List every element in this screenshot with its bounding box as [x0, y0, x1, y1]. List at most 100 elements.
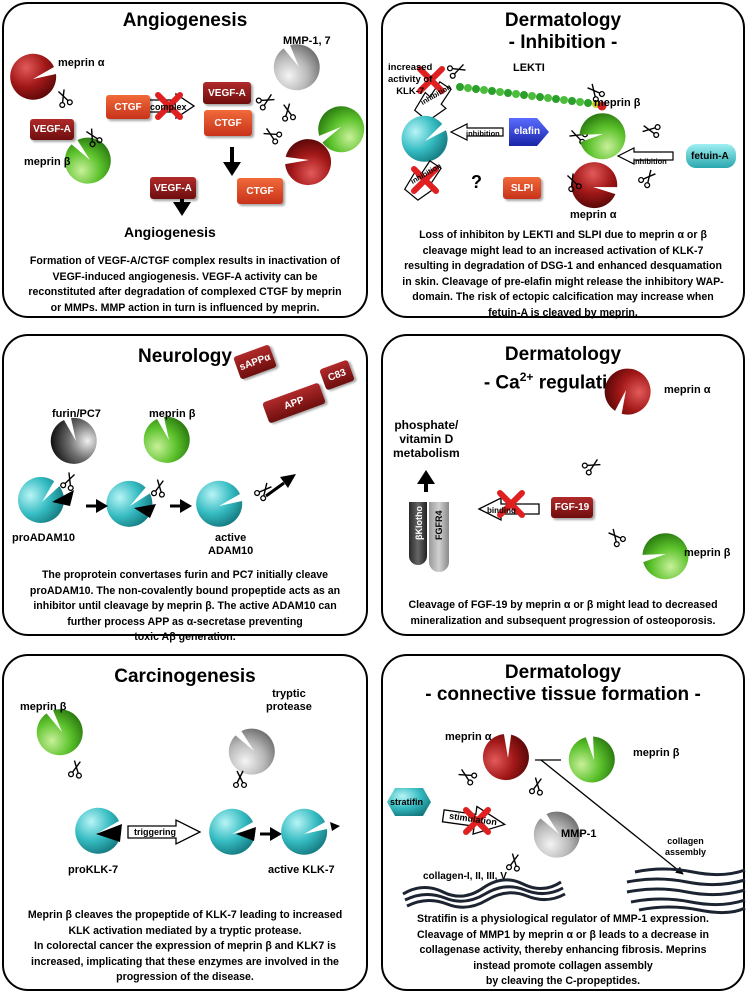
caption-line: increased, implicating that these enzyme…: [31, 955, 339, 968]
panel-dermatology-inhibition: Dermatology - Inhibition - increased act…: [381, 2, 745, 319]
phosphate-label: phosphate/ vitamin D metabolism: [393, 418, 460, 460]
meprin-alpha-label: meprin α: [570, 209, 617, 221]
caption: Formation of VEGF-A/CTGF complex results…: [12, 254, 358, 316]
inhibition-arrow-2: [449, 123, 504, 141]
label-line: assembly: [665, 847, 707, 857]
klk7-intermediate-enzyme: [209, 808, 256, 855]
complex-label: complex: [150, 102, 187, 112]
proklk7-enzyme: [75, 807, 122, 854]
collagen-assembly-label: collagen assembly: [665, 836, 706, 858]
meprin-alpha-enzyme: [604, 368, 651, 415]
triggering-arrow: [127, 818, 202, 846]
active-adam10-enzyme: [196, 480, 243, 527]
caption-line: by cleaving the C-propeptides.: [485, 975, 641, 988]
question-mark: ?: [471, 172, 482, 192]
caption-line: Loss of inhibiton by LEKTI and SLPI due …: [419, 229, 707, 241]
angiogenesis-result-label: Angiogenesis: [124, 224, 216, 240]
ctgf-box: CTGF: [106, 95, 150, 119]
carcinogenesis-diagram: [36, 709, 340, 855]
stratifin-shape: [387, 788, 431, 816]
tryptic-protease-enzyme: [228, 728, 275, 775]
panel-angiogenesis: Angiogenesis meprin α meprin β MMP-1, 7 …: [2, 2, 368, 318]
inhibition-label: inhibition: [633, 157, 667, 166]
binding-label: binding: [487, 506, 516, 515]
meprin-beta-enzyme: [318, 106, 365, 153]
ctgf-free-box: CTGF: [237, 178, 283, 204]
panel-dermatology-connective-tissue: Dermatology - connective tissue formatio…: [381, 654, 746, 991]
caption-line: collagenase activity, thereby enhancing …: [419, 944, 707, 957]
ca-regulation-diagram: [409, 368, 689, 580]
klotho-label: βKlotho: [414, 506, 424, 540]
propeptide: [96, 824, 122, 842]
ctgf-complexed-box: CTGF: [204, 110, 252, 136]
label-line: metabolism: [393, 446, 460, 460]
label-line: activity of: [388, 74, 433, 85]
meprin-alpha-label: meprin α: [58, 57, 105, 69]
vegf-a-complexed-box: VEGF-A: [203, 82, 251, 104]
title-line: Dermatology: [504, 662, 622, 683]
fetuin-a-shape: [686, 144, 736, 168]
propeptide: [236, 827, 256, 841]
label-line: ADAM10: [208, 545, 254, 557]
increased-activity-label: increased activity of KLK-7: [388, 62, 432, 98]
label-line: collagen: [667, 836, 704, 846]
meprin-alpha-enzyme: [482, 734, 529, 781]
lekti-label: LEKTI: [513, 62, 545, 74]
meprin-beta-label: meprin β: [24, 156, 71, 168]
caption-line: resulting in degradation of DSG-1 and en…: [404, 260, 722, 273]
caption-line: In colorectal cancer the expression of m…: [34, 940, 336, 953]
mmp1-enzyme: [533, 811, 580, 858]
meprin-alpha-enzyme: [285, 139, 332, 186]
meprin-beta-enzyme: [64, 137, 111, 184]
klk7-enzyme: [401, 115, 448, 162]
title-line: - connective tissue formation -: [425, 684, 701, 705]
label-line: tryptic: [272, 688, 306, 700]
mmp1-label: MMP-1: [561, 828, 597, 840]
mmp-enzyme: [273, 44, 320, 91]
meprin-alpha-label: meprin α: [445, 731, 492, 743]
furin-enzyme: [50, 417, 97, 464]
meprin-beta-enzyme: [642, 533, 689, 580]
caption: Stratifin is a physiological regulator o…: [391, 912, 735, 990]
caption-line: domain. The risk of ectopic calcificatio…: [412, 291, 714, 304]
meprin-beta-label: meprin β: [20, 701, 67, 713]
label-line: KLK-7: [396, 86, 425, 97]
panel-carcinogenesis: Carcinogenesis meprin β tryptic protease…: [2, 654, 368, 991]
proklk7-label: proKLK-7: [68, 864, 119, 876]
meprin-beta-enzyme: [143, 416, 190, 463]
collagen-assembly: [626, 867, 746, 915]
caption-line: Cleavage of FGF-19 by meprin α or β migh…: [408, 599, 718, 611]
caption-line: reconstituted after degradation of compl…: [28, 286, 342, 299]
title-sup: 2+: [519, 370, 534, 384]
fetuin-a-label: fetuin-A: [691, 151, 729, 162]
meprin-alpha-enzyme: [571, 162, 618, 209]
caption-line: instead promote collagen assembly: [473, 959, 653, 972]
proadam10-enzyme: [18, 477, 64, 523]
vegf-a-box: VEGF-A: [30, 119, 74, 140]
title-line: - Inhibition -: [508, 32, 618, 53]
caption-line: KLK activation mediated by a tryptic pro…: [68, 924, 302, 937]
propeptide: [52, 490, 74, 506]
panel-title: Angiogenesis: [122, 10, 248, 31]
active-klk7-label: active KLK-7: [268, 864, 335, 876]
inhibition-label: inhibition: [466, 129, 500, 138]
caption-line: Meprin β cleaves the propeptide of KLK-7…: [27, 909, 343, 921]
meprin-beta-label: meprin β: [594, 97, 641, 109]
lekti-chain: [456, 83, 607, 111]
caption-line: or MMPs. MMP action in turn is influence…: [50, 301, 320, 314]
caption: Loss of inhibiton by LEKTI and SLPI due …: [391, 228, 735, 322]
panel-title: Dermatology - connective tissue formatio…: [383, 662, 743, 706]
elafin-shape: [509, 118, 549, 146]
caption-line: VEGF-induced angiogenesis. VEGF-A activi…: [52, 270, 318, 283]
caption-line: Formation of VEGF-A/CTGF complex results…: [29, 255, 341, 267]
elafin-label: elafin: [513, 125, 541, 137]
collagen-fiber: [402, 878, 566, 909]
panel-title: Neurology: [138, 346, 232, 367]
meprin-beta-label: meprin β: [633, 747, 680, 759]
active-adam10-label: active ADAM10: [208, 532, 253, 558]
active-klk7-enzyme: [281, 808, 328, 855]
caption-line: inhibitor until cleavage by meprin β. Th…: [33, 600, 337, 613]
meprin-alpha-label: meprin α: [664, 384, 711, 396]
panel-neurology: Neurology furin/PC7 meprin β sAPPα C83 A…: [2, 334, 368, 643]
title-line: Dermatology: [504, 10, 622, 31]
